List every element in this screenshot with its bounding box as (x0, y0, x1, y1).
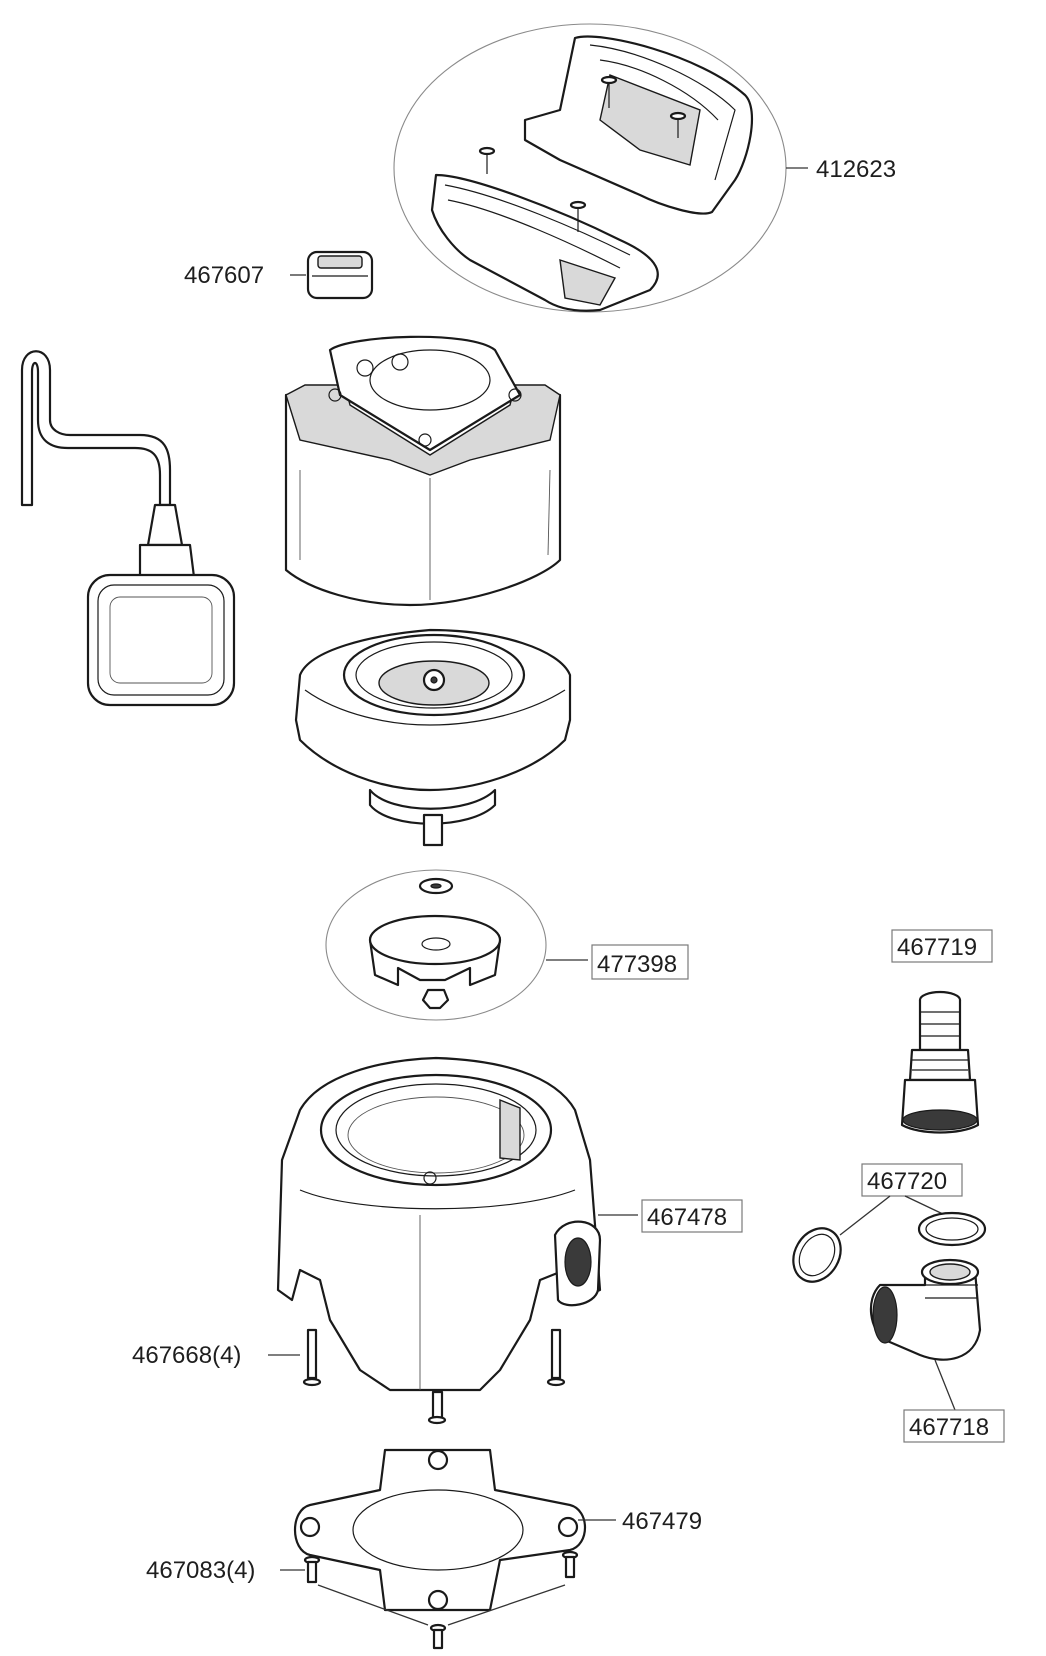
callout-box-467478 (641, 1199, 743, 1233)
hose-connector (900, 990, 980, 1134)
impeller-nut (421, 988, 450, 1010)
handle-screw (569, 200, 587, 232)
float-switch (20, 350, 236, 707)
callout-box-467720 (861, 1163, 963, 1197)
connector-group: 467719 (891, 929, 993, 1134)
handle-screw (600, 75, 618, 108)
base-screw (429, 1623, 447, 1650)
housing-screw (302, 1328, 322, 1387)
callout-467719: 467719 (897, 934, 977, 961)
callout-box-467719 (891, 929, 993, 963)
elbow-group: 467718 (869, 1258, 1005, 1443)
base-plate-group: 467479 (293, 1448, 702, 1612)
float-switch-cable (20, 350, 172, 507)
callout-467718: 467718 (909, 1414, 989, 1441)
base-plate (293, 1448, 586, 1612)
impeller-kit-group-outline (325, 869, 547, 1021)
float-switch-body (86, 573, 236, 707)
motor-housing (284, 335, 562, 607)
base-screw (561, 1550, 579, 1579)
elbow-fitting (869, 1268, 982, 1361)
callout-467607: 467607 (184, 262, 264, 289)
housing-screws-group: 467668(4) (132, 1328, 566, 1425)
handle-screw (669, 111, 687, 138)
callout-box-467718 (903, 1409, 1005, 1443)
callout-467479: 467479 (622, 1508, 702, 1535)
callout-467668: 467668(4) (132, 1342, 241, 1369)
handle-kit-group: 412623 (393, 23, 896, 313)
housing-screw (427, 1390, 447, 1425)
impeller-kit-group: 477398 (325, 869, 689, 1021)
callout-467083: 467083(4) (146, 1557, 255, 1584)
switch-cap-group: 467607 (184, 250, 374, 300)
base-screw (303, 1555, 321, 1584)
o-rings-group: 467720 (792, 1163, 987, 1283)
handle-lower-half (430, 173, 659, 312)
handle-screw (478, 146, 496, 174)
callout-412623: 412623 (816, 156, 896, 183)
o-ring-large (792, 1227, 842, 1283)
pump-housing-group: 467478 (276, 1056, 743, 1392)
motor-unit (294, 628, 572, 847)
motor-shaft (422, 813, 444, 847)
callout-box-477398 (591, 944, 689, 980)
base-screws-group: 467083(4) (146, 1550, 579, 1650)
callout-467478: 467478 (647, 1204, 727, 1231)
housing-screw (546, 1328, 566, 1387)
callout-467720: 467720 (867, 1168, 947, 1195)
callout-477398: 477398 (597, 951, 677, 978)
